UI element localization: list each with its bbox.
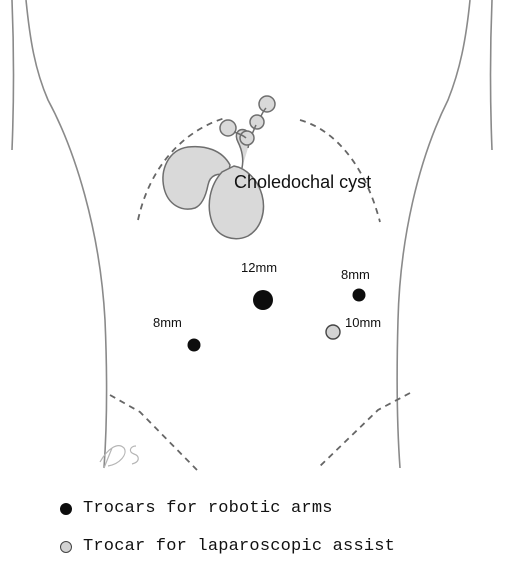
- inguinal-lines: [110, 393, 410, 470]
- legend-item-assist: Trocar for laparoscopic assist: [60, 537, 500, 556]
- port-12mm: [253, 290, 273, 310]
- port-label-10mm: 10mm: [345, 315, 381, 330]
- legend-label-robotic: Trocars for robotic arms: [83, 499, 333, 518]
- cyst-label: Choledochal cyst: [234, 172, 371, 192]
- robotic-trocar-marker: [60, 503, 72, 515]
- choledochal-cyst-drawing: [163, 96, 275, 239]
- port-label-8mm-left: 8mm: [153, 315, 182, 330]
- hepatic-duct-lobe-1: [220, 120, 236, 136]
- right-flank-line: [397, 0, 470, 468]
- port-8mm-left: [188, 339, 201, 352]
- assist-trocar-marker: [60, 541, 72, 553]
- hepatic-duct-lobe-3: [250, 115, 264, 129]
- legend-item-robotic: Trocars for robotic arms: [60, 499, 500, 518]
- trocar-ports: [188, 289, 366, 352]
- left-flank-line: [26, 0, 107, 468]
- legend-label-assist: Trocar for laparoscopic assist: [83, 537, 395, 556]
- right-inguinal-line: [318, 393, 410, 468]
- port-label-12mm: 12mm: [241, 260, 277, 275]
- port-10mm-assist: [326, 325, 340, 339]
- left-arm-line: [12, 0, 14, 150]
- hepatic-duct-lobe-4: [259, 96, 275, 112]
- right-arm-line: [491, 0, 493, 150]
- port-8mm-right: [353, 289, 366, 302]
- port-label-8mm-right: 8mm: [341, 267, 370, 282]
- left-inguinal-line: [110, 395, 197, 470]
